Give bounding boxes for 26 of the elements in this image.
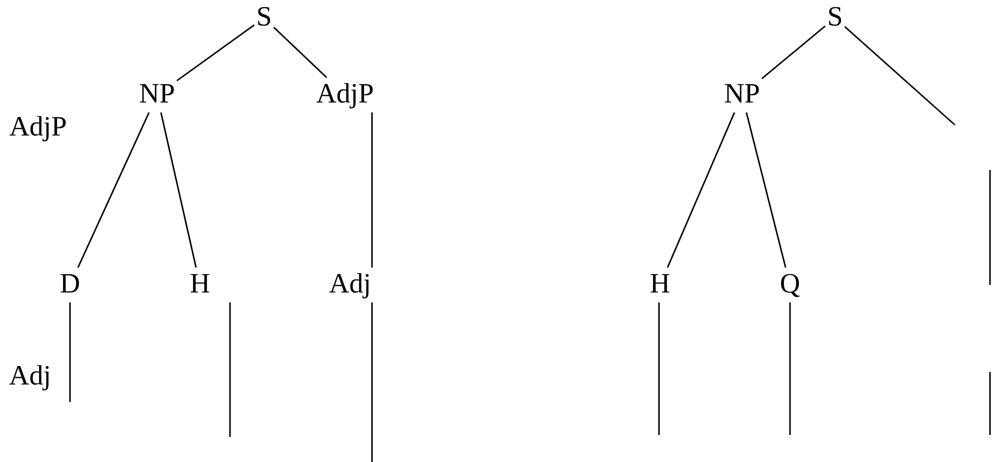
- branch-line: [658, 302, 660, 435]
- tree-node-label: D: [60, 270, 80, 300]
- branch-line: [69, 302, 71, 402]
- tree-node-label: Q: [780, 270, 800, 300]
- category-label: Adj: [9, 362, 51, 392]
- tree-node-label: S: [256, 2, 272, 34]
- branch-line: [666, 112, 736, 268]
- tree-node-label: AdjP: [316, 80, 374, 110]
- branch-line: [273, 26, 328, 78]
- branch-line: [371, 302, 373, 462]
- branch-line: [229, 302, 231, 437]
- tree-node-label: S: [827, 2, 843, 34]
- tree-node-label: H: [650, 270, 670, 300]
- branch-line: [746, 112, 786, 268]
- branch-line: [761, 26, 826, 80]
- category-label: AdjP: [9, 112, 67, 144]
- branch-line: [844, 26, 956, 126]
- branch-line: [160, 112, 197, 268]
- branch-line: [77, 112, 150, 268]
- tree-node-label: NP: [139, 80, 175, 110]
- branch-line: [176, 24, 255, 82]
- tree-node-label: H: [190, 270, 210, 300]
- branch-line: [789, 302, 791, 435]
- tree-node-label: NP: [724, 80, 760, 110]
- tree-node-label: Adj: [329, 270, 371, 300]
- branch-line: [371, 112, 373, 268]
